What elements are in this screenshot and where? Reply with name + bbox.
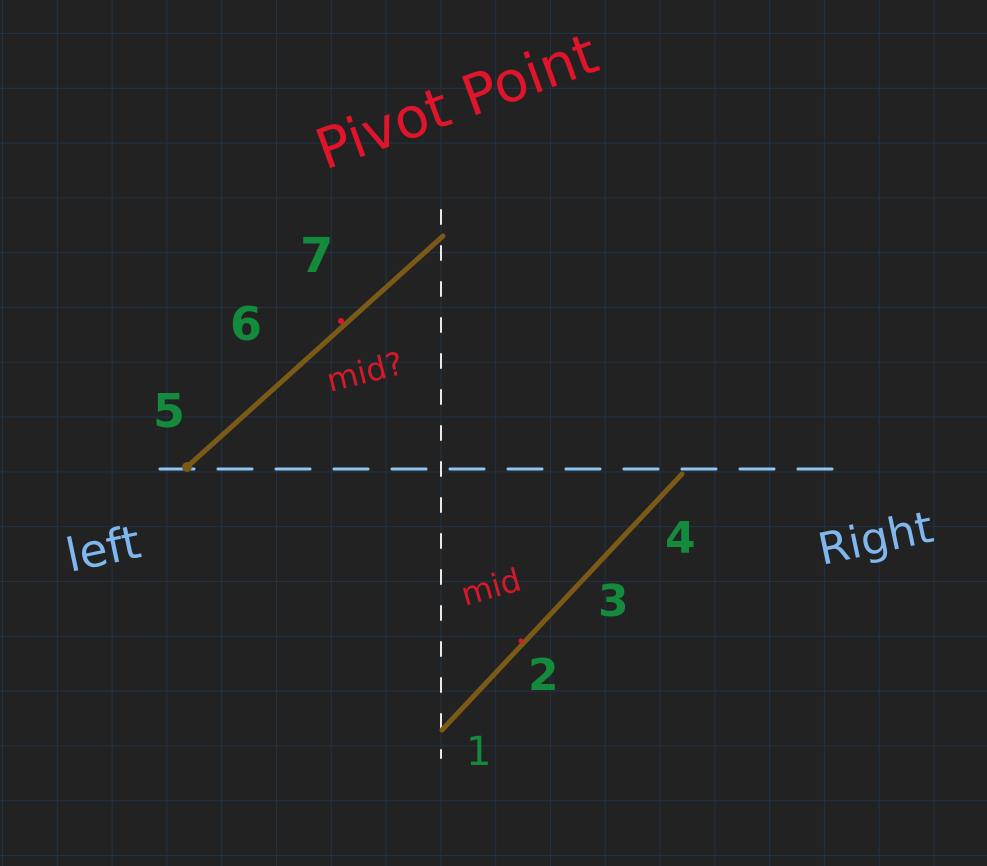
number-3: 3 [598,576,629,627]
number-5: 5 [153,384,185,438]
upper-segment [184,233,446,470]
lower-segment [439,471,685,733]
label-mid-lower: mid [457,561,526,614]
lower-midpoint-dot [518,638,524,644]
label-left: left [61,514,145,582]
label-right: Right [814,502,938,576]
number-4: 4 [665,513,696,564]
upper-midpoint-dot [338,318,344,324]
number-2: 2 [528,650,559,701]
number-6: 6 [230,297,262,351]
title-pivot-point: Pivot Point [308,21,607,183]
label-mid-upper: mid? [323,344,407,400]
number-1: 1 [466,729,491,775]
number-7: 7 [300,228,333,284]
upper-segment-start-dot [182,462,192,472]
